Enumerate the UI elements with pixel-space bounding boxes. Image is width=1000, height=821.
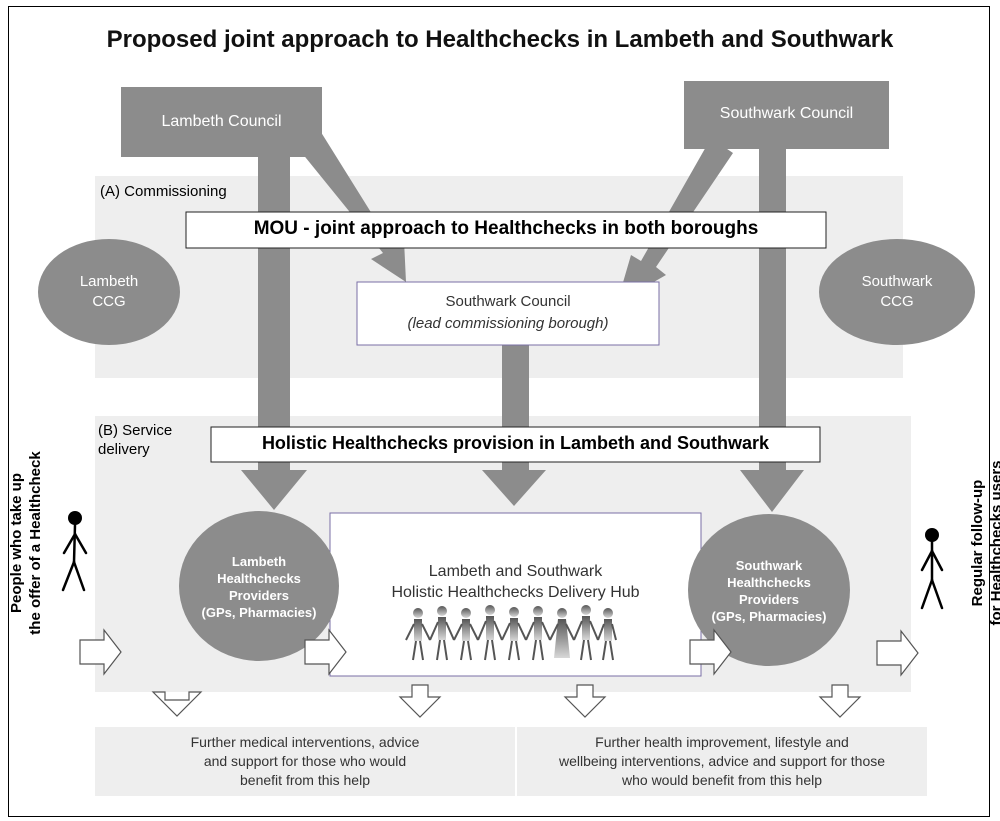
lambeth-providers-ellipse (179, 511, 339, 661)
arrow-down-outline-icon (563, 684, 607, 718)
lambeth-ccg-line: CCG (92, 293, 126, 310)
health-outcome-line: wellbeing interventions, advice and supp… (558, 753, 886, 769)
lambeth-ccg-label: Lambeth CCG (38, 272, 180, 312)
lambeth-council-label: Lambeth Council (161, 113, 282, 130)
lambeth-ccg-ellipse (38, 239, 180, 345)
left-side-label: People who take up the offer of a Health… (7, 413, 47, 673)
arrow-lambeth-to-providers (241, 148, 307, 510)
person-figure (549, 608, 575, 658)
standing-person-icon (920, 528, 944, 610)
southwark-providers-line: (GPs, Pharmacies) (711, 609, 827, 624)
arrow-right-outline-icon (79, 628, 122, 676)
lambeth-providers-line: Providers (229, 588, 289, 603)
medical-outcome-line: benefit from this help (240, 772, 370, 788)
medical-outcome-line: and support for those who would (203, 753, 407, 769)
arrow-down-outline-icon (151, 691, 203, 717)
walking-person-icon (61, 511, 88, 592)
arrow-lead-to-hub (482, 338, 546, 506)
service-banner-box (210, 426, 821, 463)
delivery-hub-box (329, 512, 702, 677)
lambeth-council-box (121, 87, 322, 157)
diagram-frame (8, 6, 990, 817)
southwark-providers-line: Providers (739, 592, 799, 607)
person-figure (477, 605, 503, 661)
southwark-ccg-label: Southwark CCG (819, 272, 975, 312)
delivery-hub-line: Lambeth and Southwark (428, 563, 603, 580)
person-figure (573, 605, 599, 661)
arrow-down-outline-icon (398, 684, 442, 718)
lambeth-providers-line: Lambeth (231, 554, 287, 569)
southwark-council-box (684, 81, 889, 149)
person-figure (453, 608, 479, 661)
person-figure (501, 607, 527, 661)
person-figure (525, 606, 551, 661)
service-section-label: (B) Service delivery (98, 421, 172, 459)
southwark-providers-label: Southwark Healthchecks Providers (GPs, P… (688, 557, 850, 625)
person-figure (405, 608, 431, 661)
person-figure (597, 608, 617, 661)
lead-commissioning-label: Southwark Council (lead commissioning bo… (357, 291, 659, 335)
mou-banner-box (185, 211, 827, 249)
right-side-label: Regular follow-up for Healthchecks users (968, 413, 1000, 673)
lead-commissioning-box (356, 281, 660, 346)
outcome-panel-medical (95, 727, 515, 796)
southwark-ccg-line: CCG (880, 293, 914, 310)
arrow-down-outline-icon (818, 684, 862, 718)
southwark-providers-line: Healthchecks (727, 575, 811, 590)
southwark-providers-line: Southwark (735, 558, 803, 573)
mou-banner: MOU - joint approach to Healthchecks in … (253, 218, 759, 239)
health-outcome-line: who would benefit from this help (622, 772, 822, 788)
arrow-southwark-to-providers (740, 140, 804, 512)
southwark-ccg-ellipse (819, 239, 975, 345)
service-banner: Holistic Healthchecks provision in Lambe… (261, 433, 770, 453)
lambeth-providers-line: (GPs, Pharmacies) (201, 605, 317, 620)
diagram-title: Proposed joint approach to Healthchecks … (106, 26, 894, 53)
health-outcome-text: Further health improvement, lifestyle an… (517, 733, 927, 790)
service-section-line: delivery (98, 441, 150, 458)
lambeth-ccg-line: Lambeth (79, 273, 139, 290)
lead-commissioning-title: Southwark Council (445, 293, 571, 310)
person-figure (429, 606, 455, 661)
right-side-line: Regular follow-up (969, 479, 986, 607)
people-chain-icon (405, 605, 617, 661)
health-outcome-line: Further health improvement, lifestyle an… (595, 734, 849, 750)
southwark-providers-ellipse (688, 514, 850, 666)
service-section-line: (B) Service (98, 422, 173, 439)
lambeth-providers-line: Healthchecks (217, 571, 301, 586)
left-side-line: the offer of a Healthcheck (27, 451, 44, 635)
southwark-council-label: Southwark Council (719, 105, 854, 122)
commissioning-section-label: (A) Commissioning (100, 183, 227, 200)
lead-commissioning-subtitle: (lead commissioning borough) (407, 315, 609, 332)
delivery-hub-line: Holistic Healthchecks Delivery Hub (391, 584, 640, 601)
arrow-right-outline-icon (876, 629, 919, 677)
outcome-panel-health (517, 727, 927, 796)
arrow-right-outline-icon (689, 628, 732, 676)
southwark-ccg-line: Southwark (861, 273, 933, 290)
arrow-right-outline-icon (304, 628, 347, 676)
medical-outcome-text: Further medical interventions, advice an… (95, 733, 515, 790)
medical-outcome-line: Further medical interventions, advice (190, 734, 420, 750)
lambeth-providers-label: Lambeth Healthchecks Providers (GPs, Pha… (179, 553, 339, 621)
delivery-hub-label: Lambeth and Southwark Holistic Healthche… (330, 561, 701, 603)
left-side-line: People who take up (8, 472, 25, 614)
right-side-line: for Healthchecks users (988, 460, 1000, 626)
